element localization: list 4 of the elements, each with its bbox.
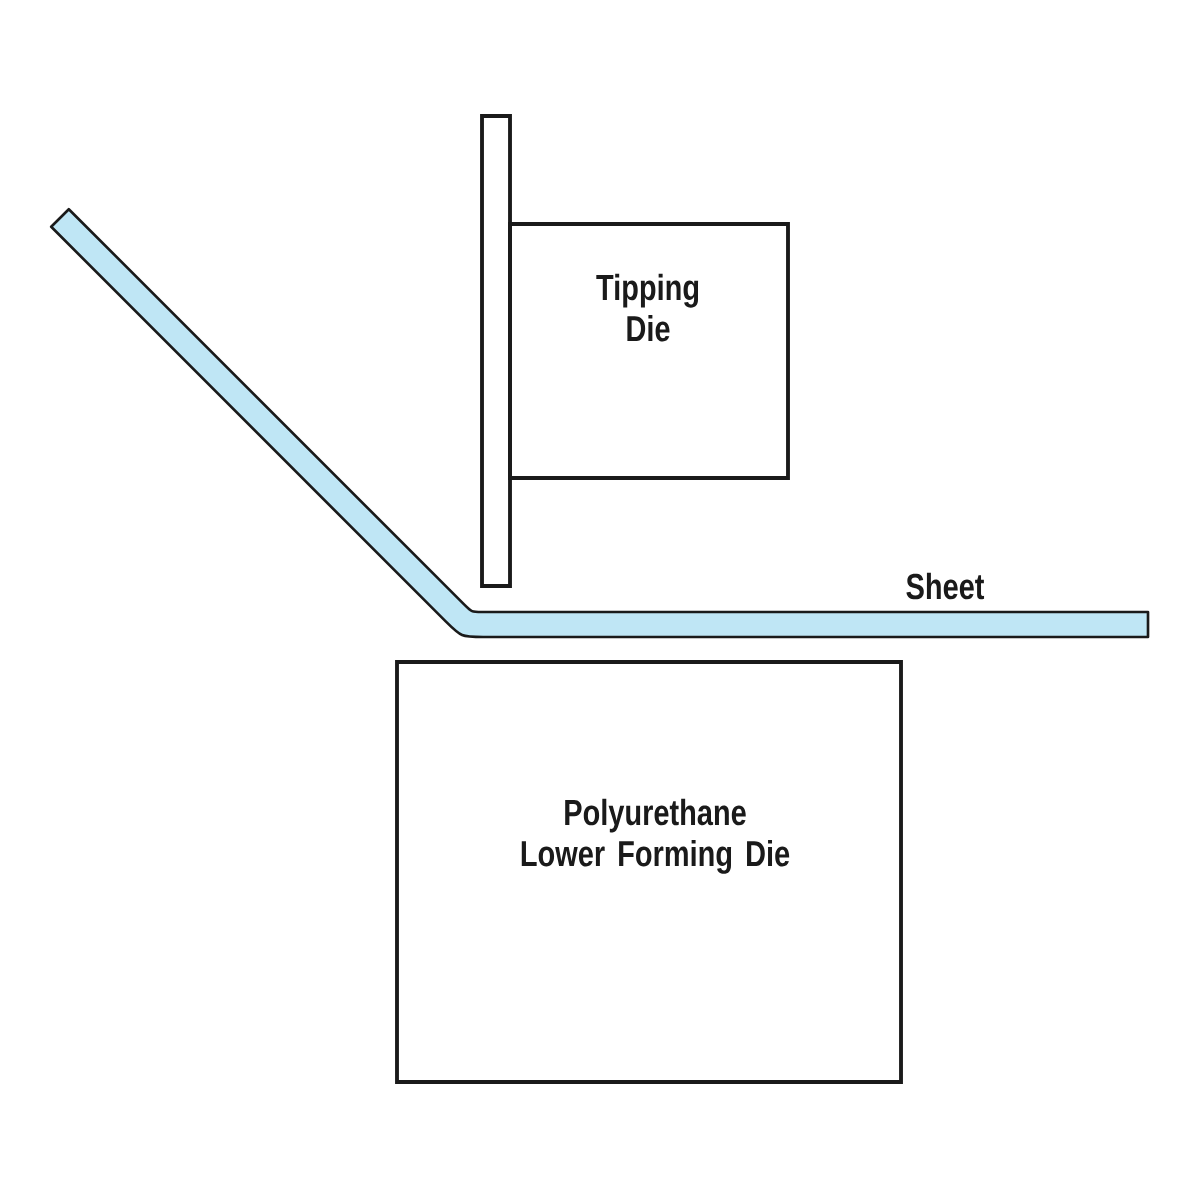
part-label: Sheet [906, 572, 985, 600]
vertical-bar [480, 114, 512, 588]
die-box: Polyurethane Lower Forming Die [395, 660, 903, 1084]
die-box: Tipping Die [508, 222, 790, 480]
